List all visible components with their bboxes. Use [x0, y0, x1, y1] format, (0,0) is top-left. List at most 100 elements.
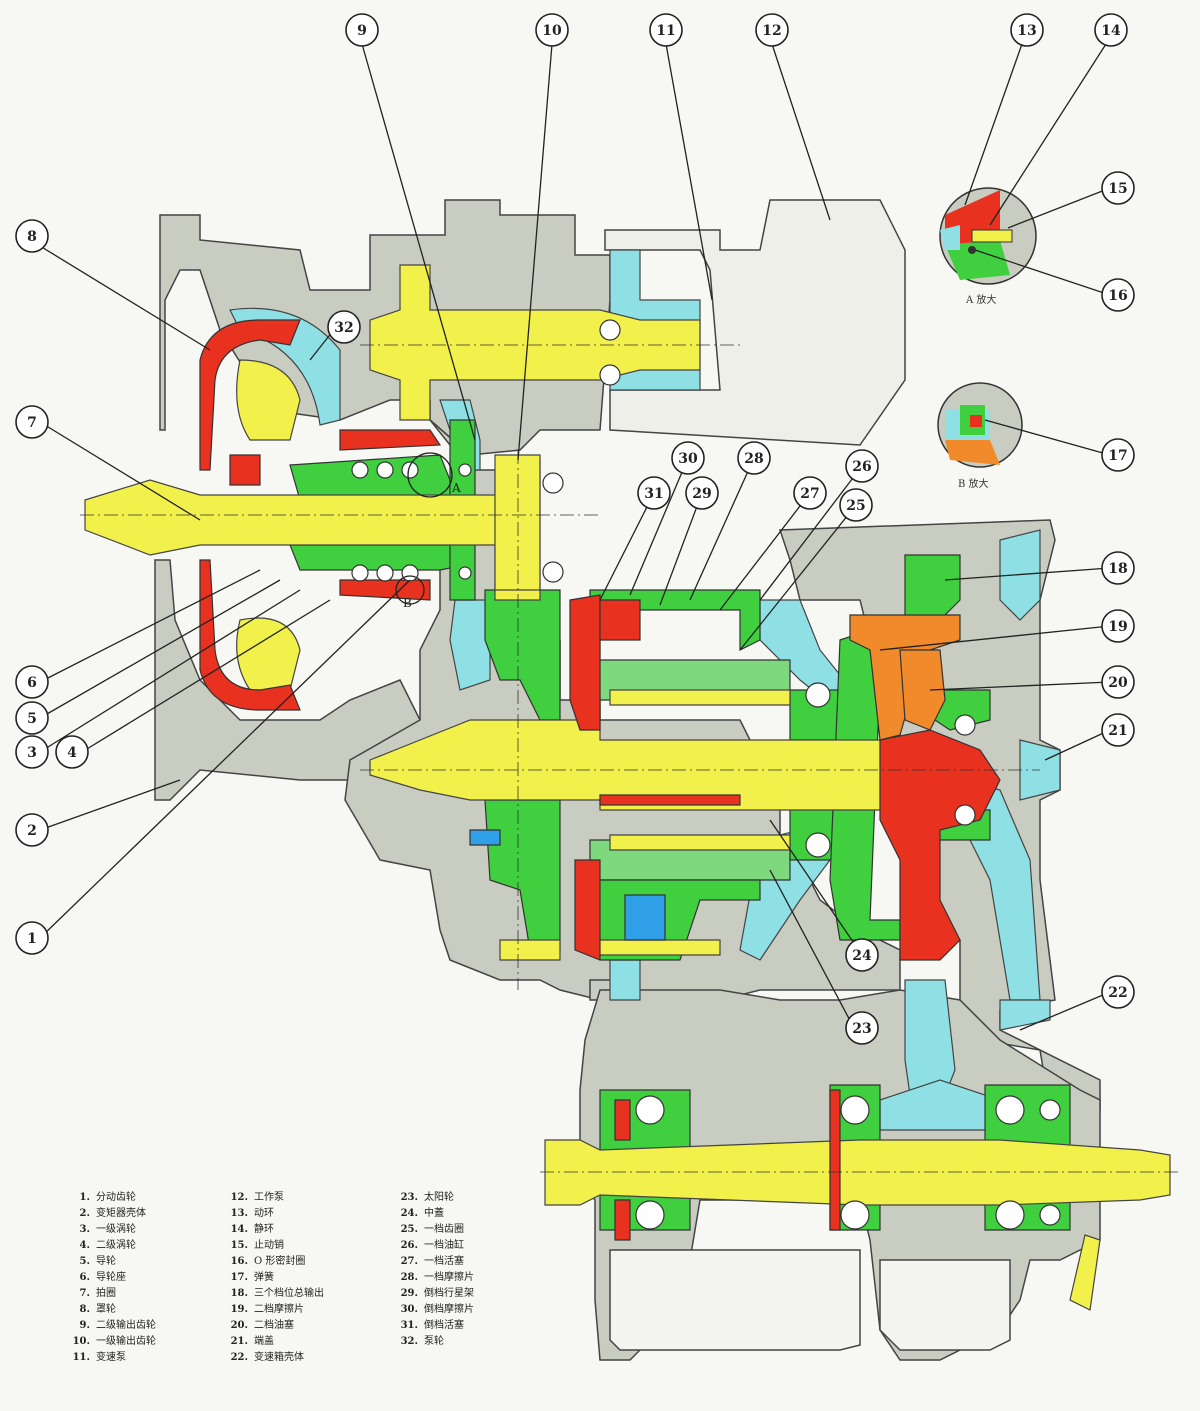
legend-number: 19.	[230, 1304, 248, 1315]
callout-23: 23	[845, 1011, 879, 1045]
callout-circle	[15, 219, 49, 253]
legend-number: 9.	[79, 1320, 90, 1331]
callout-circle	[845, 938, 879, 972]
callout-circle	[15, 405, 49, 439]
orange-parts	[849, 614, 961, 741]
callout-9: 9	[345, 13, 379, 47]
callout-29: 29	[685, 476, 719, 510]
legend-item: 13.动环	[228, 1206, 324, 1222]
callout-circle	[1101, 665, 1135, 699]
callout-circle	[793, 476, 827, 510]
legend-text: 二档油塞	[254, 1320, 294, 1331]
callout-circle	[1101, 551, 1135, 585]
legend-number: 12.	[230, 1192, 248, 1203]
callout-circle	[1101, 609, 1135, 643]
detail-a-caption: A 放大	[966, 295, 997, 306]
callout-circle	[15, 735, 49, 769]
legend-item: 1.分动齿轮	[70, 1190, 156, 1206]
legend-item: 20.二档油塞	[228, 1318, 324, 1334]
callout-number: 18	[1108, 561, 1127, 577]
legend-number: 10.	[72, 1336, 90, 1347]
legend-item: 5.导轮	[70, 1254, 156, 1270]
legend-item: 6. 导轮座	[70, 1270, 156, 1286]
callout-circle	[671, 441, 705, 475]
callout-circle	[1101, 278, 1135, 312]
legend-text: 二档摩擦片	[254, 1304, 304, 1315]
callout-18: 18	[1101, 551, 1135, 585]
legend-number: 8.	[79, 1304, 90, 1315]
callout-number: 13	[1017, 23, 1036, 39]
legend-item: 29.倒档行星架	[398, 1286, 474, 1302]
callout-number: 17	[1108, 448, 1127, 464]
callout-22: 22	[1101, 975, 1135, 1009]
legend-number: 27.	[400, 1256, 418, 1267]
callout-number: 15	[1108, 181, 1127, 197]
callout-circle	[15, 701, 49, 735]
callout-19: 19	[1101, 609, 1135, 643]
callout-7: 7	[15, 405, 49, 439]
callout-circle	[685, 476, 719, 510]
legend-item: 15.止动销	[228, 1238, 324, 1254]
callout-20: 20	[1101, 665, 1135, 699]
legend-number: 25.	[400, 1224, 418, 1235]
legend-text: 泵轮	[424, 1336, 444, 1347]
legend-number: 6.	[79, 1272, 90, 1283]
legend-item: 30.倒档摩擦片	[398, 1302, 474, 1318]
legend-text: 三个档位总输出	[254, 1288, 324, 1299]
legend-number: 26.	[400, 1240, 418, 1251]
legend-text: 端盖	[254, 1336, 274, 1347]
legend-item: 4.二级涡轮	[70, 1238, 156, 1254]
callout-circle	[55, 735, 89, 769]
callout-24: 24	[845, 938, 879, 972]
callout-17: 17	[1101, 438, 1135, 472]
callout-circle	[345, 13, 379, 47]
legend-number: 2.	[79, 1208, 90, 1219]
legend-text: 静环	[254, 1224, 274, 1235]
callout-25: 25	[839, 488, 873, 522]
legend-text: 二级涡轮	[96, 1240, 136, 1251]
legend-text: 倒档活塞	[424, 1320, 464, 1331]
callout-13: 13	[1010, 13, 1044, 47]
legend-text: 罩轮	[96, 1304, 116, 1315]
legend-text: 二级输出齿轮	[96, 1320, 156, 1331]
legend-text: 倒档摩擦片	[424, 1304, 474, 1315]
callout-30: 30	[671, 441, 705, 475]
callout-number: 25	[846, 498, 865, 514]
callout-number: 23	[852, 1021, 871, 1037]
callout-number: 4	[67, 745, 77, 761]
legend-text: 弹簧	[254, 1272, 274, 1283]
callout-15: 15	[1101, 171, 1135, 205]
callout-12: 12	[755, 13, 789, 47]
legend-number: 5.	[79, 1256, 90, 1267]
callout-number: 2	[27, 823, 37, 839]
callout-5: 5	[15, 701, 49, 735]
callout-number: 24	[852, 948, 872, 964]
callout-circle	[737, 441, 771, 475]
callout-circle	[327, 310, 361, 344]
legend-item: 16.O 形密封圈	[228, 1254, 324, 1270]
callout-circle	[839, 488, 873, 522]
callout-21: 21	[1101, 713, 1135, 747]
legend-text: 中蓋	[424, 1208, 444, 1219]
leader-lines	[39, 43, 1111, 1031]
legend-text: 拍圈	[96, 1288, 116, 1299]
legend-text: 一档活塞	[424, 1256, 464, 1267]
legend-text: 导轮座	[96, 1272, 126, 1283]
callout-3: 3	[15, 735, 49, 769]
callout-27: 27	[793, 476, 827, 510]
callout-number: 3	[27, 745, 37, 761]
callout-16: 16	[1101, 278, 1135, 312]
legend-item: 22.变速箱壳体	[228, 1350, 324, 1366]
callout-number: 16	[1108, 288, 1127, 304]
callout-circle	[637, 476, 671, 510]
section-label-a: A	[451, 481, 461, 495]
legend-item: 9. 二级输出齿轮	[70, 1318, 156, 1334]
legend-item: 17.弹簧	[228, 1270, 324, 1286]
callout-number: 30	[678, 451, 698, 467]
callout-4: 4	[55, 735, 89, 769]
red-parts	[199, 319, 1001, 1241]
